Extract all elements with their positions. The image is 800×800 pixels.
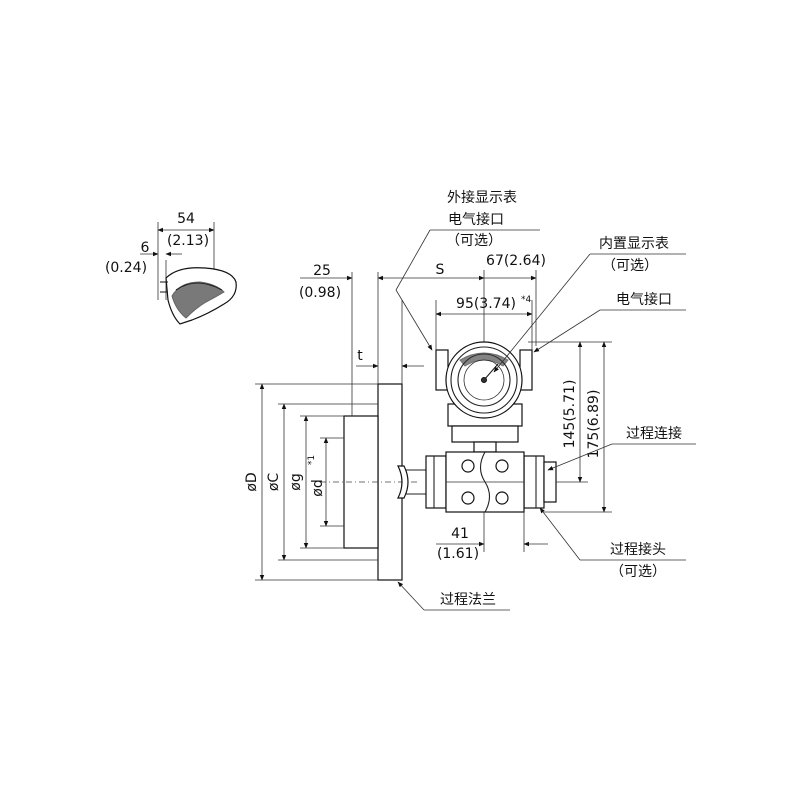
dim-od: ød	[310, 479, 326, 496]
dim-oC: øC	[266, 473, 282, 492]
label-electrical-port: 电气接口	[616, 291, 672, 308]
dim-og: øg	[288, 473, 304, 490]
dim-1-61: (1.61)	[437, 546, 479, 562]
label-process-fitting: 过程接头	[610, 541, 666, 558]
top-horizontal-dims: 25 (0.98) S 67(2.64) t	[299, 253, 546, 416]
label-process-fitting-optional: （可选）	[610, 564, 666, 580]
label-external-electrical-port: 电气接口	[448, 211, 504, 228]
label-external-optional: （可选）	[446, 233, 502, 249]
dim-od-note: *1	[307, 455, 317, 465]
side-view-detail: 54 (2.13) 6 (0.24)	[105, 211, 237, 325]
dim-175: 175(6.89)	[586, 390, 602, 459]
callout-labels: 外接显示表 电气接口 （可选） 内置显示表 （可选） 电气接口 过程连接 过程接…	[440, 189, 682, 608]
vertical-dims: 145(5.71) 175(6.89)	[528, 341, 612, 513]
dim-oD: øD	[244, 472, 260, 491]
dim-41-group: 41 (1.61)	[436, 512, 548, 562]
label-process-connection: 过程连接	[626, 425, 682, 442]
process-flange	[320, 383, 426, 581]
dim-2-13: (2.13)	[167, 233, 209, 249]
transmitter-housing	[435, 341, 533, 453]
label-internal-optional: （可选）	[602, 258, 658, 274]
dim-95-note: *4	[521, 295, 532, 305]
dim-6: 6	[141, 240, 150, 256]
label-process-flange: 过程法兰	[440, 592, 496, 608]
dim-S: S	[436, 262, 445, 278]
dim-t: t	[357, 348, 363, 364]
dim-0-98: (0.98)	[299, 285, 341, 301]
label-external-display: 外接显示表	[447, 189, 517, 206]
dim-0-24: (0.24)	[105, 260, 147, 276]
dim-95-group: 95(3.74) *4	[435, 295, 533, 350]
dim-145: 145(5.71)	[562, 380, 578, 449]
label-internal-display: 内置显示表	[599, 236, 669, 252]
sensor-body	[425, 451, 557, 513]
dim-25: 25	[313, 263, 331, 279]
dim-54: 54	[177, 211, 195, 227]
flange-diameter-dims: øD øC øg ød *1	[244, 383, 378, 581]
dim-95: 95(3.74)	[456, 296, 516, 312]
dim-67: 67(2.64)	[486, 253, 546, 269]
callout-leaders	[395, 229, 696, 611]
dim-41: 41	[451, 526, 469, 542]
